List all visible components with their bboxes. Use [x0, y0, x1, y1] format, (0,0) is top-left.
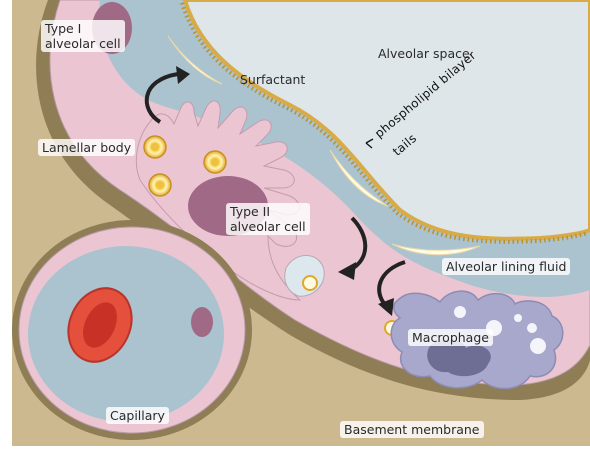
alveolar-space: [182, 0, 590, 241]
label-macrophage: Macrophage: [408, 329, 493, 346]
surfactant-lamella: [391, 243, 481, 256]
macrophage-vacuole: [530, 338, 546, 354]
label-surfactant: Surfactant: [240, 72, 306, 87]
curved-arrow-uptake: [377, 260, 406, 308]
label-alveolar-lining-fluid: Alveolar lining fluid: [442, 258, 571, 275]
endothelial-nucleus: [191, 307, 213, 337]
label-alveolar-space: Alveolar space: [378, 46, 470, 61]
label-type2-alveolar-cell: Type II alveolar cell: [226, 203, 310, 235]
curved-arrow-type1: [144, 72, 179, 124]
handwritten-arrow-mark: [365, 138, 374, 149]
lamellar-body-core: [151, 143, 159, 151]
lamellar-body-core: [211, 158, 219, 166]
surfactant-lamella: [167, 35, 223, 85]
bottom-margin: [0, 446, 590, 458]
red-blood-cell-center: [83, 302, 117, 348]
label-capillary: Capillary: [106, 407, 169, 424]
lamellar-body-core: [156, 181, 164, 189]
surfactant-lamella: [329, 149, 389, 207]
secreted-vesicle: [302, 275, 318, 291]
arrowhead: [378, 298, 394, 316]
label-type1-alveolar-cell: Type I alveolar cell: [41, 20, 125, 52]
left-margin: [0, 0, 12, 458]
macrophage-vacuole: [454, 306, 466, 318]
macrophage-vacuole: [527, 323, 537, 333]
label-basement-membrane: Basement membrane: [340, 421, 484, 438]
macrophage-vacuole: [514, 314, 522, 322]
label-lamellar-body: Lamellar body: [38, 139, 136, 156]
arrowhead: [176, 66, 190, 84]
macrophage-nucleus: [427, 339, 491, 377]
arrowhead: [338, 262, 356, 280]
